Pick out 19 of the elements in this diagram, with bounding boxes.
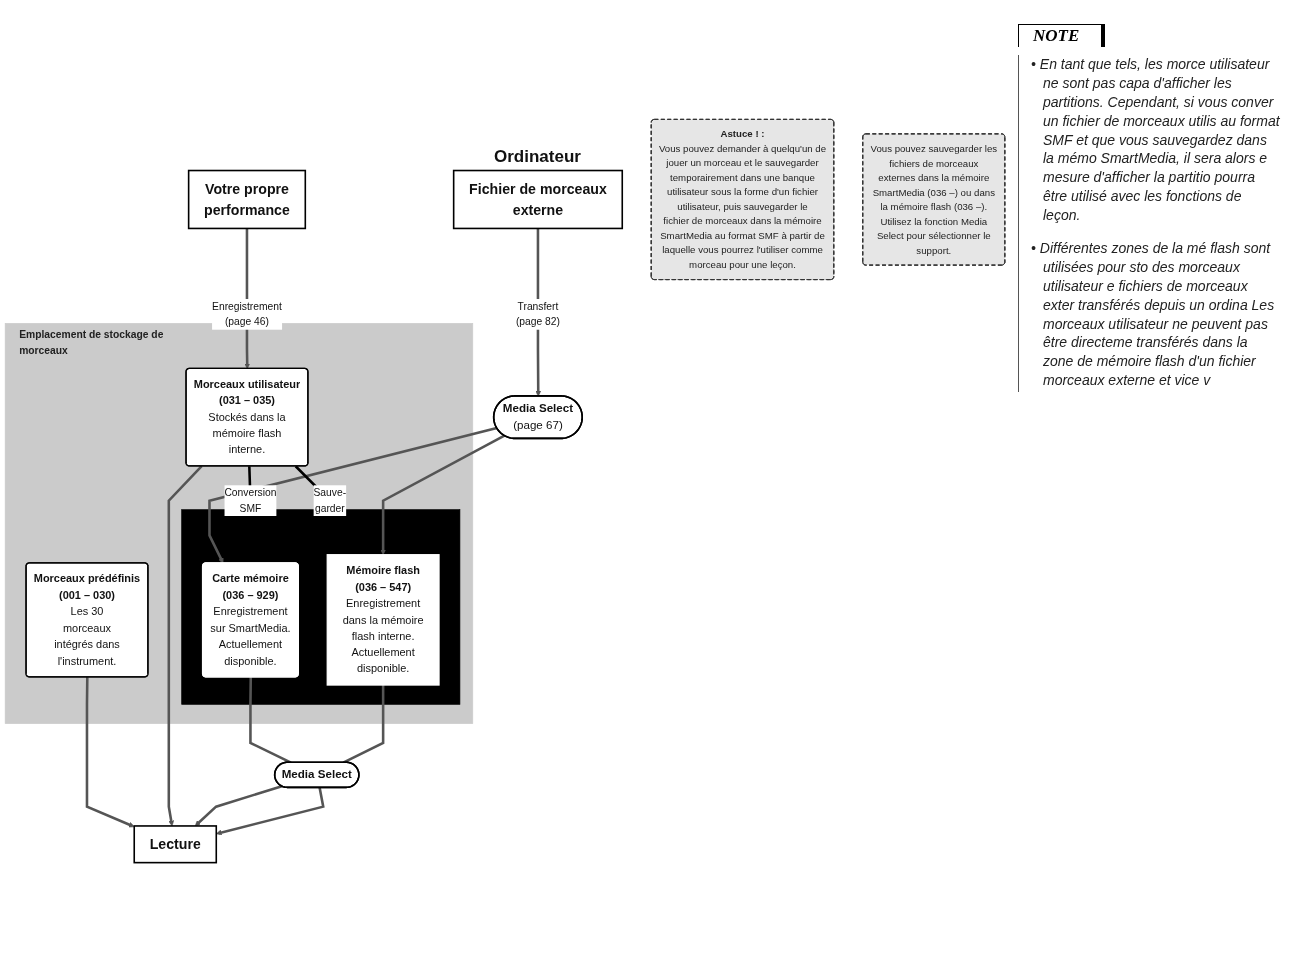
edge-label: Sauve- garder — [313, 487, 347, 514]
arrow — [167, 465, 203, 827]
note-text: • En tant que tels, les morce utilisateur ne sont pas capa d'afficher les partitions. Cependant, si vous conver un fichier de morceaux utilis au format SMF et que vous sauvegardez dans la mémo SmartMedia, il sera alors e mesure d'afficher la partitio pourra être utilisé avec les fonctions de leçon. — [1031, 55, 1281, 226]
arrow — [216, 787, 325, 836]
node-caption: Ordinateur — [494, 147, 581, 167]
node-box: Lecture — [133, 825, 218, 864]
edge-label: Conversion SMF — [224, 487, 277, 514]
node-box: Fichier de morceaux externe — [452, 169, 624, 230]
arrow — [380, 434, 506, 555]
edge-label: Enregistrement (page 46) — [212, 300, 282, 328]
node-box: Mémoire flash (036 – 547) Enregistrement dans la mémoire flash interne. Actuellement disponible. — [326, 554, 440, 686]
connector — [342, 685, 385, 764]
connector — [249, 677, 292, 764]
arrow — [85, 677, 135, 828]
note-text: • Différentes zones de la mé flash sont utilisées pour sto des morceaux utilisateur e fichiers de morceaux exter transférés depuis un ordina Les morceaux utilisateur ne peuvent pas être directeme transférés dans la zone de mémoire flash d'un fichier morceaux externe et vice v — [1031, 239, 1276, 391]
edge-label: Transfert (page 82) — [515, 300, 560, 328]
node-box: Votre propre performance — [187, 169, 307, 230]
arrow — [194, 785, 283, 827]
note-heading: NOTE — [1018, 24, 1106, 47]
